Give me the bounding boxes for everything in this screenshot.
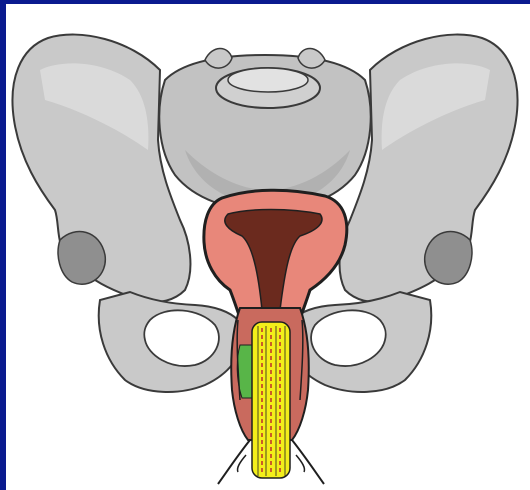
left-articular-process (205, 48, 232, 68)
right-labium-inner (296, 455, 305, 472)
vaginal-applicator (252, 322, 290, 478)
left-acetabulum (58, 232, 105, 285)
vertebral-body-top (228, 68, 308, 92)
right-articular-process (298, 48, 325, 68)
left-labium-inner (237, 455, 246, 472)
right-acetabulum (425, 232, 472, 285)
left-labium (218, 440, 250, 484)
right-labium (292, 440, 324, 484)
